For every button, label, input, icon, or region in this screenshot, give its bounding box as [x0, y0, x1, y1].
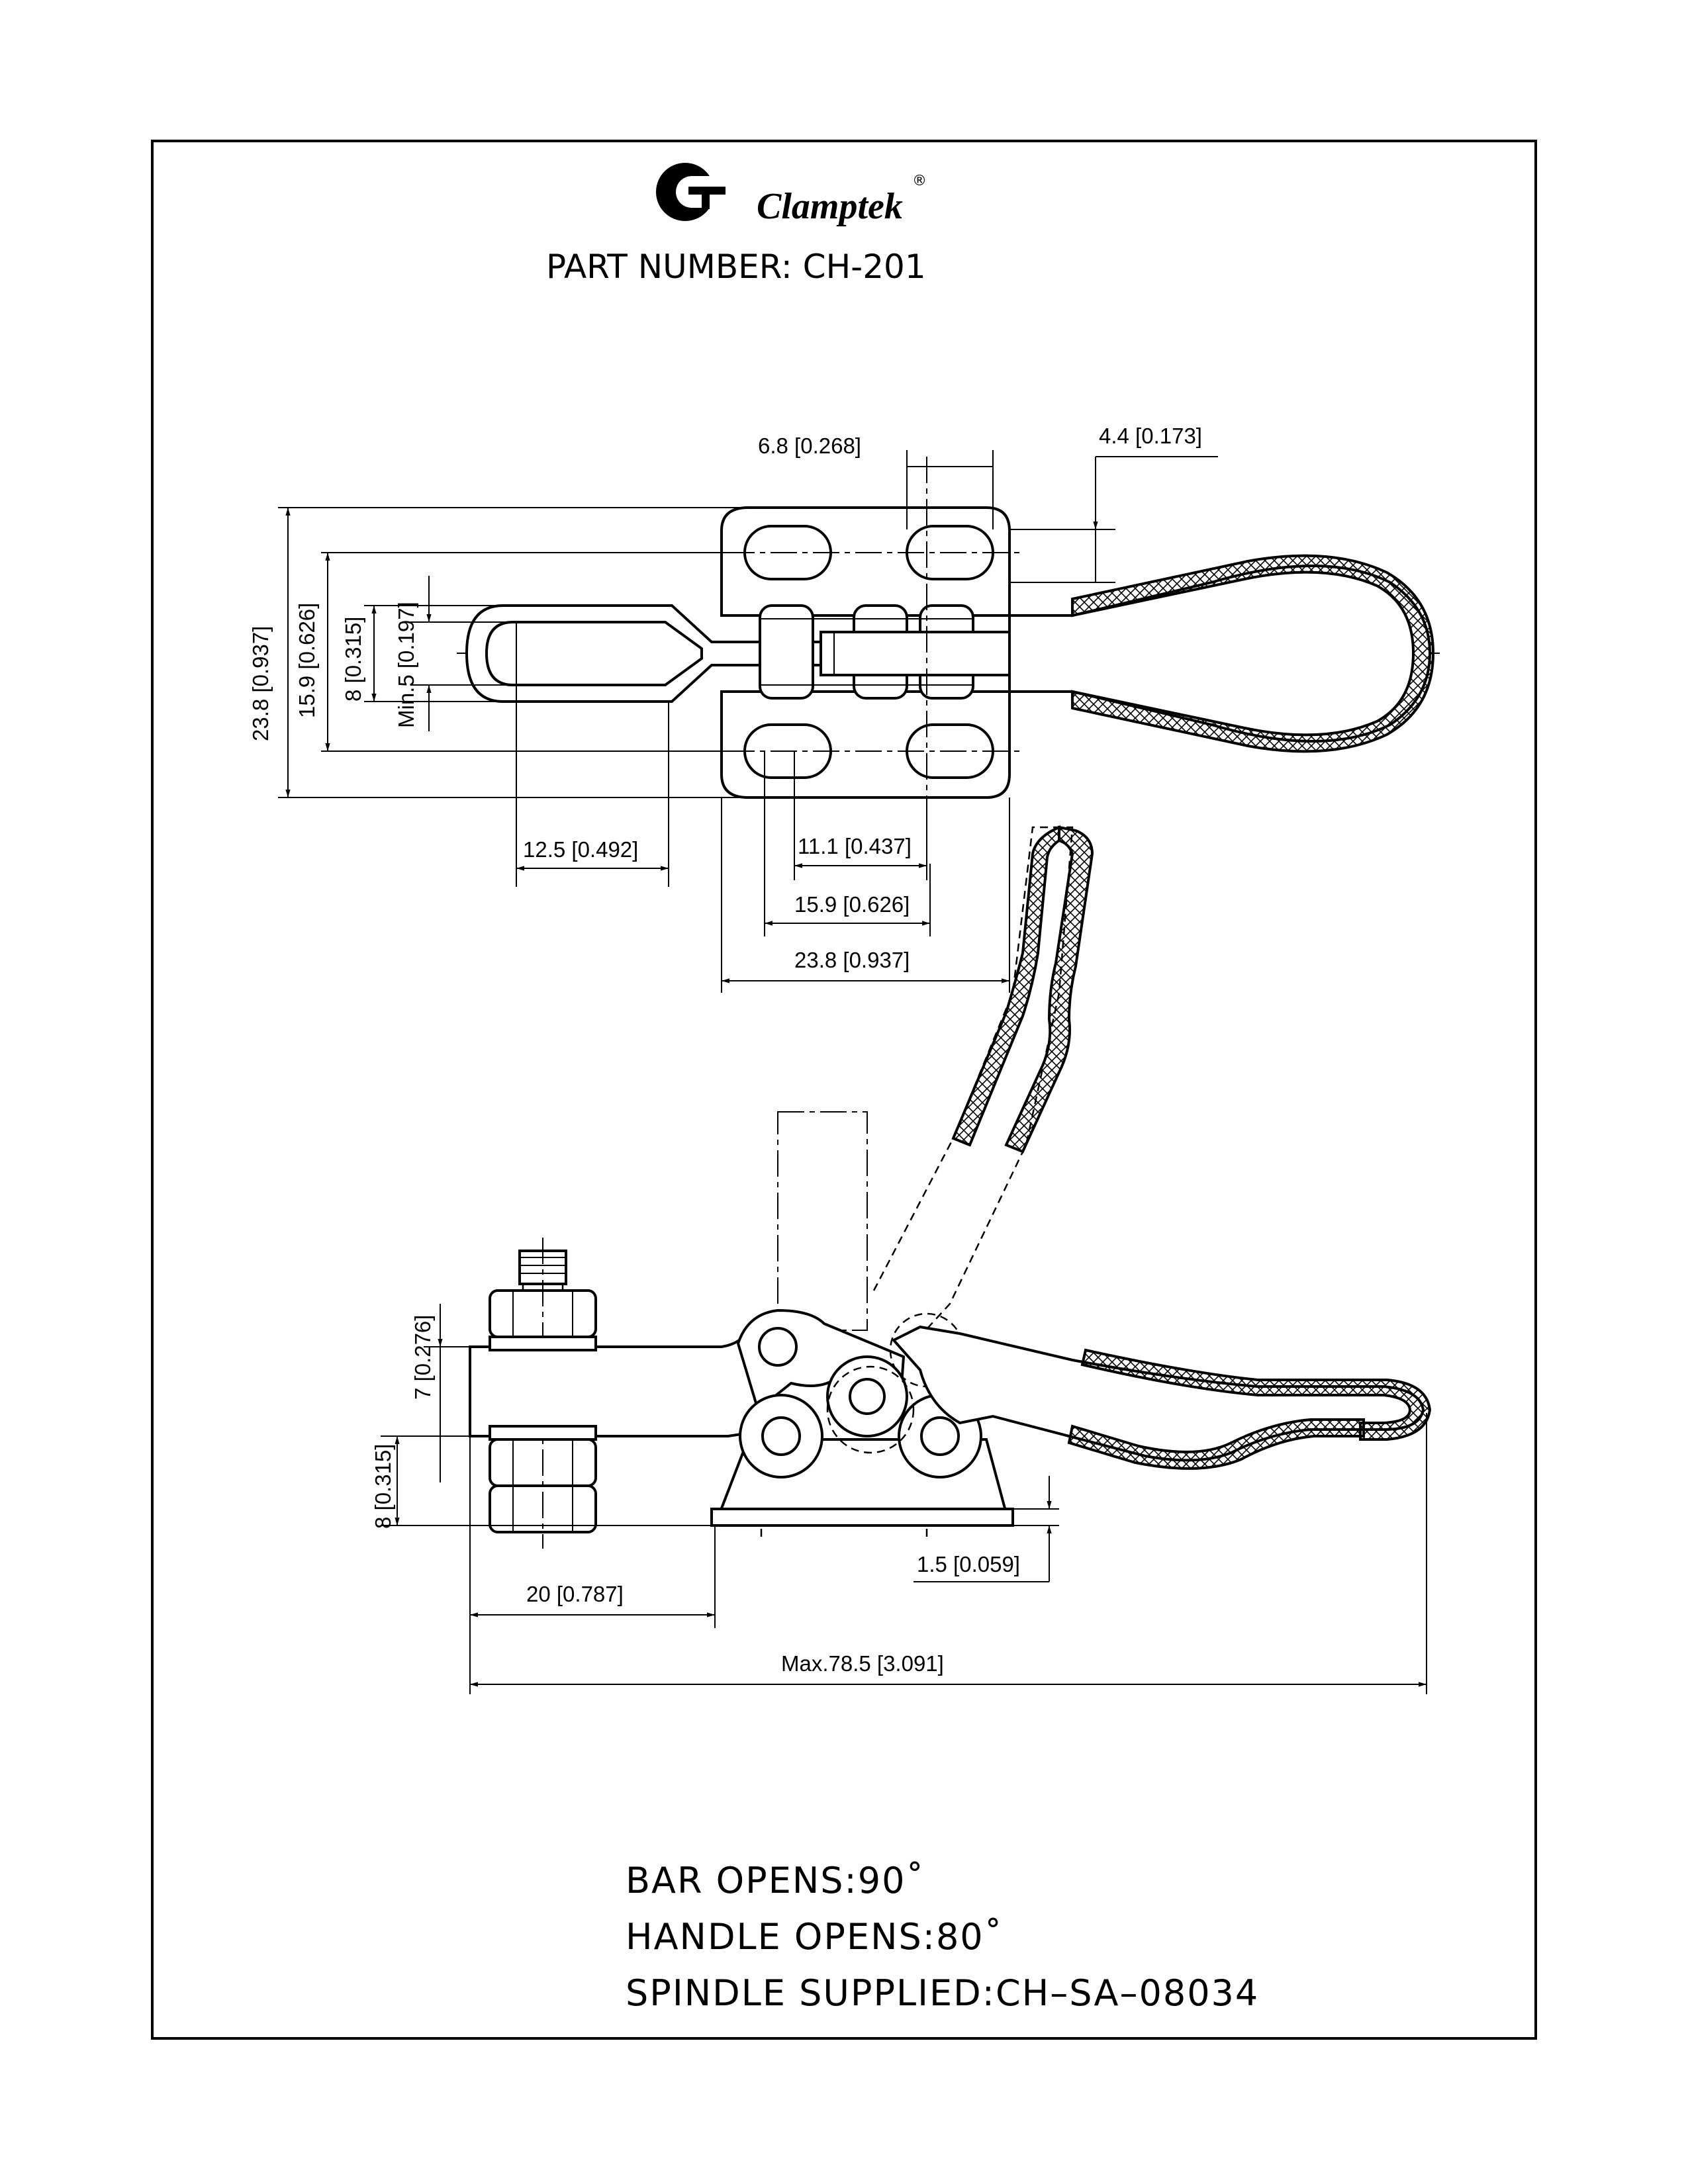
dim-4-4: 4.4 [0.173] — [1099, 424, 1202, 448]
dim-20: 20 [0.787] — [526, 1582, 624, 1606]
top-base-plate-upper — [720, 506, 1011, 617]
top-view: 23.8 [0.937] 15.9 [0.626] 8 [0.315] Min.… — [248, 424, 1440, 993]
dim-12-5: 12.5 [0.492] — [523, 837, 638, 862]
dim-11-1: 11.1 [0.437] — [798, 834, 912, 858]
dim-8-side: 8 [0.315] — [371, 1444, 395, 1529]
dim-1-5: 1.5 [0.059] — [917, 1552, 1020, 1576]
dim-15-9-vertical: 15.9 [0.626] — [295, 603, 319, 718]
part-number: PART NUMBER: CH-201 — [546, 248, 926, 286]
brand-name: Clamptek — [757, 186, 903, 227]
dim-max-78-5: Max.78.5 [3.091] — [781, 1651, 944, 1676]
dim-7: 7 [0.276] — [410, 1315, 435, 1400]
dim-23-8-horizontal: 23.8 [0.937] — [794, 948, 910, 972]
dim-15-9-horizontal: 15.9 [0.626] — [794, 892, 910, 917]
note-spindle-supplied: SPINDLE SUPPLIED:CH–SA–08034 — [626, 1972, 1259, 2014]
note-bar-opens: BAR OPENS:90˚ — [626, 1860, 925, 1901]
top-base-plate-lower — [720, 690, 1011, 799]
sheet-border — [151, 140, 1537, 2040]
dim-6-8: 6.8 [0.268] — [758, 433, 861, 458]
dim-min5: Min.5 [0.197] — [394, 602, 418, 728]
clamptek-g-logo-icon — [656, 163, 726, 221]
top-handle — [1008, 565, 1432, 743]
dim-23-8-vertical: 23.8 [0.937] — [248, 626, 273, 741]
side-view: 7 [0.276] 8 [0.315] 1.5 [0.059] 20 [0.78… — [371, 825, 1432, 1694]
note-handle-opens: HANDLE OPENS:80˚ — [626, 1916, 1004, 1958]
dim-8-vertical: 8 [0.315] — [341, 617, 365, 702]
registered-mark: ® — [912, 173, 927, 189]
top-clamp-arm — [465, 604, 825, 703]
